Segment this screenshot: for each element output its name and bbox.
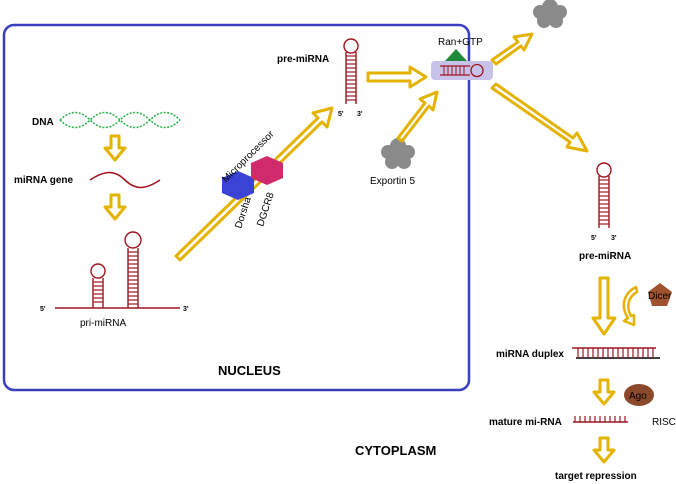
risc-label: RISC <box>652 417 676 428</box>
ran-gtp-label: Ran+GTP <box>438 37 483 48</box>
exportin-label: Exportin 5 <box>370 176 415 187</box>
pri-mirna-rungs <box>93 251 138 305</box>
pre-mirna-nucleus <box>343 38 359 104</box>
ran-gtp-triangle <box>445 49 467 61</box>
pre-mirna-cytoplasm <box>596 162 612 228</box>
ago-protein <box>624 384 654 406</box>
arrow-complex-to-cloud <box>490 32 534 66</box>
dorsha-protein <box>222 171 254 200</box>
arrow-pre-to-complex <box>366 65 428 89</box>
dgcr8-protein <box>251 156 283 185</box>
pre-mirna-nucleus-label: pre-miRNA <box>277 54 329 65</box>
export-complex <box>431 61 493 80</box>
recycled-exportin-cloud <box>533 0 567 28</box>
pre-three-prime-cytoplasm: 3' <box>611 235 617 242</box>
exportin-cloud <box>381 138 415 169</box>
pri-five-prime: 5' <box>40 306 46 313</box>
ago-label: Ago <box>629 391 647 402</box>
mirna-duplex-rungs <box>577 348 654 358</box>
mirna-gene-label: miRNA gene <box>14 175 74 186</box>
complex-rungs <box>443 66 465 75</box>
dna-label: DNA <box>32 117 54 128</box>
arrow-exportin-to-complex <box>396 90 439 143</box>
dicer-protein <box>648 283 672 306</box>
dgcr8-label: DGCR8 <box>255 191 276 228</box>
dicer-curved-arrow <box>622 285 639 327</box>
complex-hairpin <box>440 63 484 78</box>
nucleus-boundary <box>2 23 471 392</box>
mature-mirna-label: mature mi-RNA <box>489 417 562 428</box>
pre-mirna-nucleus-rungs <box>346 55 356 101</box>
dicer-label: Dicer <box>648 291 672 302</box>
cytoplasm-title: CYTOPLASM <box>355 443 436 458</box>
pri-three-prime: 3' <box>183 306 189 313</box>
mirna-duplex-label: miRNA duplex <box>496 349 564 360</box>
pre-three-prime-nucleus: 3' <box>357 111 363 118</box>
pre-mirna-cytoplasm-rungs <box>599 179 609 225</box>
mirna-gene-strand <box>89 171 161 189</box>
pri-mirna-label: pri-miRNA <box>80 318 126 329</box>
mature-mirna-rungs <box>574 416 626 422</box>
dna-helix <box>59 111 181 129</box>
target-repression-label: target repression <box>555 471 637 482</box>
pre-five-prime-nucleus: 5' <box>338 111 344 118</box>
pri-mirna-structure <box>55 231 180 309</box>
pre-mirna-cytoplasm-label: pre-miRNA <box>579 251 631 262</box>
arrow-complex-to-cytoplasm <box>490 82 589 153</box>
arrow-pre-to-duplex <box>591 276 617 336</box>
pre-five-prime-cytoplasm: 5' <box>591 235 597 242</box>
mirna-duplex-structure <box>572 347 660 359</box>
nucleus-title: NUCLEUS <box>218 363 281 378</box>
